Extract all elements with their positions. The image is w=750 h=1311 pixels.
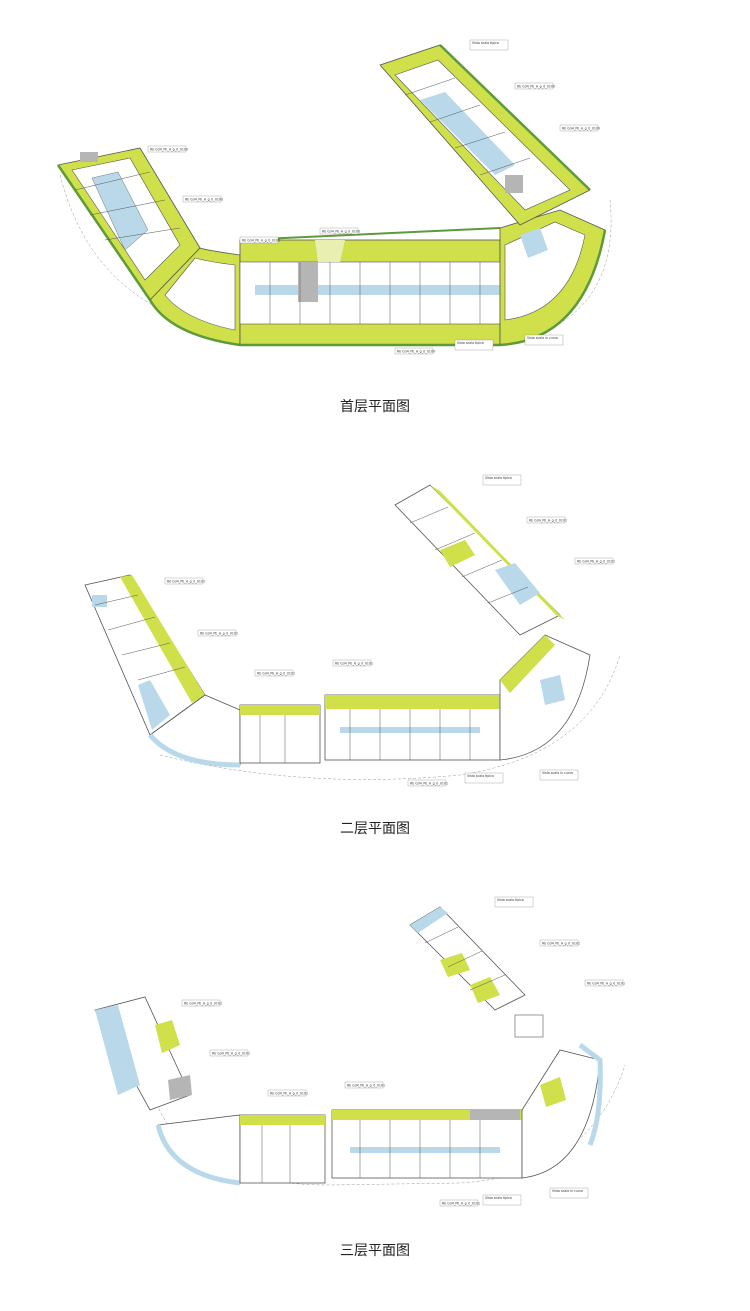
tag-5: RE G34_PE_A_g_0_0100 [517, 85, 555, 89]
tag-4: RE G34_PE_A_g_0_0101 [200, 632, 238, 636]
tag-9: Vista scala in curva [542, 771, 573, 775]
tag-1: RE G34_PE_A_g_0_0101 [529, 519, 567, 523]
tag-8: Vista scala tipica [485, 1196, 512, 1200]
second-floor-plan: Vista scala tipica RE G34_PE_A_g_0_0101 … [0, 455, 750, 805]
tag-0: Vista scala tipica [485, 476, 512, 480]
central-bar [239, 227, 501, 347]
second-floor-drawing: Vista scala tipica RE G34_PE_A_g_0_0101 … [84, 474, 621, 787]
tag-5: RE G34_PE_A_g_0_0101 [270, 1092, 308, 1096]
left-wing [84, 574, 206, 736]
curve-right [514, 1014, 603, 1179]
ground-floor-tags: RE G34_PE_A_g_0_0100 RE G34_PE_A_g_0_010… [147, 39, 600, 355]
tag-7: RE G34_PE_A_g_0_0101 [442, 1202, 480, 1206]
tag-6: RE G34_PE_A_g_0_0100 [562, 127, 600, 131]
curve-right [499, 634, 591, 761]
tag-5: RE G34_PE_A_g_0_0101 [257, 672, 295, 676]
central-bar [148, 694, 501, 768]
second-floor-caption: 二层平面图 [340, 821, 410, 837]
tag-9: Vista scala in curva [527, 336, 558, 340]
tag-2: RE G34_PE_A_g_0_0100 [185, 198, 223, 202]
ground-floor-caption: 首层平面图 [340, 399, 410, 415]
tag-3: RE G34_PE_A_g_0_0100 [242, 239, 280, 243]
tag-7: RE G34_PE_A_g_0_0101 [410, 782, 448, 786]
tag-1: RE G34_PE_A_g_0_0101 [542, 942, 580, 946]
third-floor-drawing: Vista scala tipica RE G34_PE_A_g_0_0101 … [94, 896, 626, 1207]
tag-8: Vista scala tipica [457, 341, 484, 345]
right-wing [379, 44, 591, 226]
left-wing [56, 147, 201, 301]
third-floor-caption: 三层平面图 [340, 1243, 410, 1259]
central-bar [155, 1109, 523, 1186]
tag-4: RE G34_PE_A_g_0_0101 [212, 1052, 250, 1056]
tag-0: Vista scala tipica [497, 898, 524, 902]
tag-2: RE G34_PE_A_g_0_0101 [577, 560, 615, 564]
tag-8: Vista scala tipica [467, 774, 494, 778]
tag-1: RE G34_PE_A_g_0_0100 [150, 148, 188, 152]
tag-4: RE G34_PE_A_g_0_0100 [322, 230, 360, 234]
third-floor-plan: Vista scala tipica RE G34_PE_A_g_0_0101 … [0, 885, 750, 1215]
curve-right [499, 209, 607, 347]
second-floor-tags: Vista scala tipica RE G34_PE_A_g_0_0101 … [164, 474, 615, 787]
ground-floor-plan: RE G34_PE_A_g_0_0100 RE G34_PE_A_g_0_010… [0, 0, 750, 380]
tag-9: Vista scala in curva [552, 1189, 583, 1193]
right-wing [409, 906, 526, 1011]
curve-left [148, 247, 241, 347]
left-block [94, 996, 192, 1111]
ground-floor-drawing: RE G34_PE_A_g_0_0100 RE G34_PE_A_g_0_010… [56, 39, 612, 355]
third-floor-tags: Vista scala tipica RE G34_PE_A_g_0_0101 … [181, 896, 625, 1207]
tag-3: RE G34_PE_A_g_0_0101 [167, 580, 205, 584]
tag-2: RE G34_PE_A_g_0_0101 [587, 982, 625, 986]
tag-6: RE G34_PE_A_g_0_0101 [347, 1084, 385, 1088]
tag-3: RE G34_PE_A_g_0_0101 [184, 1002, 222, 1006]
right-wing [394, 484, 565, 636]
tag-7: RE G34_PE_A_g_0_0100 [397, 350, 435, 354]
tag-0: Vista scala tipica [472, 41, 499, 45]
tag-6: RE G34_PE_A_g_0_0101 [335, 662, 373, 666]
